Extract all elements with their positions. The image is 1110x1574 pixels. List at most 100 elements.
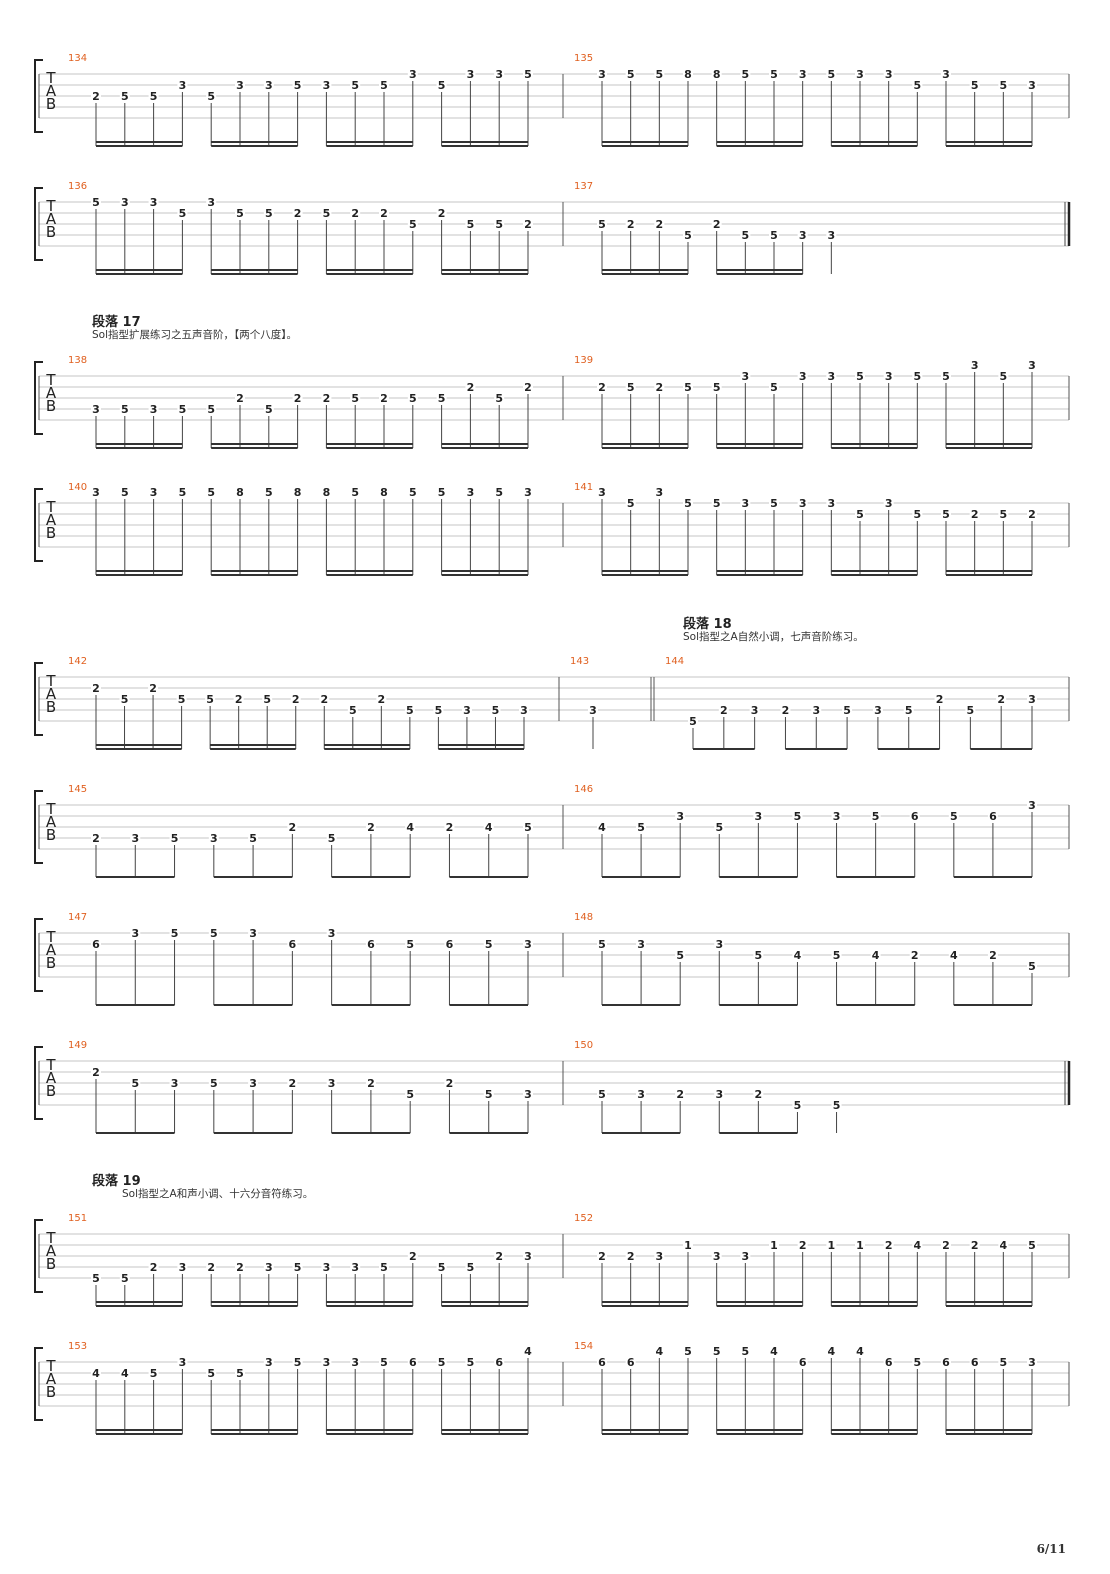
fret-bg (326, 926, 337, 939)
fret-number: 5 (236, 207, 244, 220)
fret-bg (1027, 1238, 1037, 1251)
fret-bg (826, 67, 837, 80)
fret-bg (998, 1355, 1009, 1368)
fret-number: 5 (323, 207, 331, 220)
fret-bg (119, 1366, 130, 1379)
fret-number: 2 (289, 1077, 297, 1090)
fret-bg (740, 1249, 751, 1262)
fret-bg (350, 485, 361, 498)
fret-bg (287, 820, 298, 833)
fret-bg (321, 1355, 332, 1368)
fret-number: 4 (914, 1239, 922, 1252)
fret-bg (248, 926, 259, 939)
fret-number: 2 (885, 1239, 893, 1252)
fret-number: 6 (942, 1356, 950, 1369)
fret-bg (941, 369, 951, 382)
fret-bg (379, 206, 389, 219)
fret-number: 3 (828, 497, 836, 510)
fret-number: 4 (794, 949, 802, 962)
fret-number: 5 (713, 1345, 721, 1358)
fret-number: 5 (627, 381, 635, 394)
measure-number: 154 (574, 1341, 593, 1352)
fret-number: 5 (833, 1099, 841, 1112)
fret-number: 3 (589, 704, 597, 717)
section-17-description: Sol指型扩展练习之五声音阶，【两个八度】。 (92, 329, 298, 341)
fret-number: 3 (799, 497, 807, 510)
fret-bg (404, 703, 415, 716)
fret-number: 5 (249, 832, 257, 845)
fret-number: 5 (713, 381, 721, 394)
fret-bg (769, 1238, 779, 1251)
fret-number: 2 (409, 1250, 417, 1263)
fret-number: 4 (1000, 1239, 1008, 1252)
system-bracket (34, 59, 43, 133)
fret-number: 3 (150, 486, 158, 499)
fret-number: 5 (485, 938, 493, 951)
fret-bg (826, 1344, 837, 1357)
fret-number: 2 (989, 949, 997, 962)
fret-number: 5 (438, 1261, 446, 1274)
fret-number: 5 (770, 497, 778, 510)
fret-bg (654, 67, 665, 80)
fret-number: 2 (367, 821, 375, 834)
fret-number: 5 (524, 821, 532, 834)
fret-bg (998, 507, 1009, 520)
fret-number: 3 (323, 1356, 331, 1369)
fret-number: 5 (1028, 960, 1036, 973)
fret-bg (148, 402, 159, 415)
fret-number: 5 (179, 207, 187, 220)
fret-bg (494, 391, 505, 404)
fret-bg (711, 496, 722, 509)
fret-bg (494, 1355, 505, 1368)
fret-number: 3 (179, 1356, 187, 1369)
fret-bg (444, 937, 455, 950)
section-19-heading: 段落 19 (92, 1174, 141, 1189)
fret-number: 3 (179, 79, 187, 92)
fret-bg (969, 358, 980, 371)
fret-bg (483, 820, 494, 833)
fret-number: 2 (92, 832, 100, 845)
fret-number: 2 (320, 693, 328, 706)
fret-bg (326, 1076, 337, 1089)
tab-clef-letter: A (46, 210, 57, 228)
fret-number: 5 (438, 486, 446, 499)
fret-number: 5 (656, 68, 664, 81)
fret-number: 3 (328, 927, 336, 940)
fret-bg (91, 1065, 101, 1078)
fret-number: 5 (637, 821, 645, 834)
fret-bg (797, 496, 808, 509)
fret-bg (883, 1238, 894, 1251)
fret-number: 5 (684, 1345, 692, 1358)
fret-number: 3 (265, 79, 273, 92)
fret-number: 5 (206, 693, 214, 706)
fret-bg (461, 703, 472, 716)
fret-number: 3 (323, 1261, 331, 1274)
fret-number: 2 (235, 693, 243, 706)
fret-number: 5 (294, 1261, 302, 1274)
fret-number: 5 (178, 693, 186, 706)
section-19-description: Sol指型之A和声小调、十六分音符练习。 (122, 1188, 314, 1200)
fret-number: 3 (524, 486, 532, 499)
fret-number: 5 (627, 68, 635, 81)
tab-clef-letter: T (45, 800, 56, 818)
fret-number: 3 (463, 704, 471, 717)
fret-number: 2 (524, 381, 532, 394)
fret-bg (987, 948, 998, 961)
fret-number: 2 (720, 704, 728, 717)
measure-number: 147 (68, 912, 87, 923)
fret-bg (177, 78, 188, 91)
fret-bg (588, 703, 598, 716)
fret-number: 5 (207, 1367, 215, 1380)
fret-bg (654, 380, 665, 393)
fret-number: 5 (294, 79, 302, 92)
measure-number: 152 (574, 1213, 593, 1224)
fret-number: 4 (92, 1367, 100, 1380)
fret-number: 5 (684, 229, 692, 242)
tab-clef-letter: A (46, 685, 57, 703)
fret-bg (523, 1087, 533, 1100)
fret-bg (969, 78, 980, 91)
